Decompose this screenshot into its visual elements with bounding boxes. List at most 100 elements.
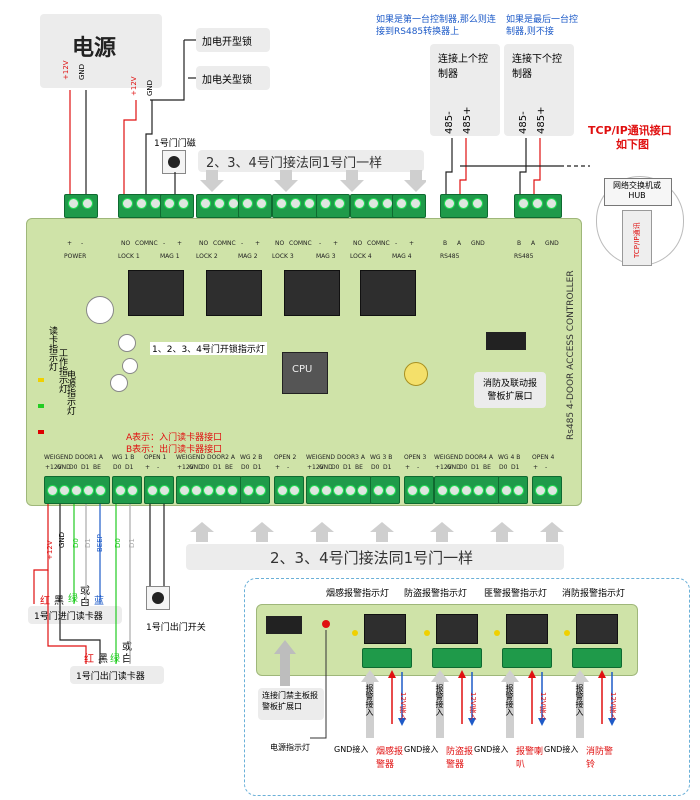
top-pin-label: COM bbox=[213, 240, 228, 247]
screw bbox=[276, 198, 287, 209]
bottom-pin-label: - bbox=[545, 464, 548, 471]
top-pin-label: NO bbox=[353, 240, 363, 247]
bottom-terminal-label: WEIGEND DOOR1 A bbox=[44, 454, 104, 461]
screw bbox=[458, 198, 469, 209]
screw bbox=[444, 198, 455, 209]
screw bbox=[419, 485, 430, 496]
power-led-label: 电源指示灯 bbox=[65, 370, 75, 415]
screw bbox=[354, 198, 365, 209]
next-controller-label: 连接下个控制器 bbox=[512, 54, 562, 80]
screw bbox=[309, 485, 320, 496]
alarm-arrows-2 bbox=[431, 670, 476, 738]
top-terminal-label: LOCK 1 bbox=[118, 253, 140, 260]
bottom-terminal-7 bbox=[306, 476, 372, 504]
bottom-pin-label: BE bbox=[225, 464, 233, 471]
screw bbox=[532, 198, 543, 209]
expansion-box bbox=[474, 372, 546, 408]
top-terminal-1 bbox=[64, 194, 98, 218]
bottom-terminal-label: OPEN 2 bbox=[274, 454, 297, 461]
screw bbox=[59, 485, 70, 496]
bottom-terminal-label: WG 4 B bbox=[498, 454, 521, 461]
gnd-in-label: GND接入 bbox=[334, 745, 369, 754]
reader-in-black: 黑 bbox=[54, 596, 64, 607]
bottom-pin-label: D1 bbox=[343, 464, 352, 471]
screw bbox=[410, 198, 421, 209]
cpu-chip bbox=[282, 352, 328, 394]
top-terminal-label: MAG 2 bbox=[238, 253, 258, 260]
top-terminal-label: RS485 bbox=[440, 253, 460, 260]
power-title: 电源 bbox=[72, 36, 117, 61]
legend-b: B表示：出门读卡器接口 bbox=[126, 445, 223, 455]
bottom-pin-label: +12V bbox=[45, 464, 62, 471]
bottom-terminal-11 bbox=[498, 476, 528, 504]
alarm-term-3 bbox=[502, 648, 552, 668]
alarm-device-horn: 报警喇叭 bbox=[516, 747, 544, 770]
alarm-fire-led: 消防报警指示灯 bbox=[562, 589, 626, 599]
alarm-in-label: 报警接入 bbox=[575, 684, 584, 716]
bottom-terminal-1 bbox=[44, 476, 110, 504]
same-top-banner bbox=[198, 150, 424, 172]
gnd-in-label: GND接入 bbox=[474, 745, 509, 754]
top-pin-label: - bbox=[395, 240, 398, 247]
bottom-terminal-label: WG 1 B bbox=[112, 454, 135, 461]
screw bbox=[256, 198, 267, 209]
card-led bbox=[38, 378, 44, 382]
screw bbox=[304, 198, 315, 209]
screw bbox=[203, 485, 214, 496]
top-terminal-5 bbox=[238, 194, 272, 218]
bottom-pin-label: D0 bbox=[459, 464, 468, 471]
top-terminal-10 bbox=[440, 194, 488, 218]
reader-out-box bbox=[70, 666, 164, 684]
same-bottom-text: 2、3、4号门接法同1号门一样 bbox=[270, 549, 474, 567]
top-pin-label: A bbox=[457, 240, 462, 247]
top-pin-label: COM bbox=[289, 240, 304, 247]
screw bbox=[83, 485, 94, 496]
bottom-terminal-6 bbox=[274, 476, 304, 504]
bottom-pin-label: - bbox=[287, 464, 290, 471]
top-terminal-label: MAG 1 bbox=[160, 253, 180, 260]
alarm-relay-4 bbox=[576, 614, 618, 644]
top-terminal-3 bbox=[160, 194, 194, 218]
screw bbox=[115, 485, 126, 496]
bottom-pin-label: + bbox=[533, 464, 539, 471]
reader-out-white: 白 bbox=[122, 654, 132, 665]
bottom-pin-label: BE bbox=[483, 464, 491, 471]
bottom-pin-label: - bbox=[157, 464, 160, 471]
bottom-pin-label: GND bbox=[447, 464, 461, 471]
screw bbox=[191, 485, 202, 496]
screw bbox=[321, 485, 332, 496]
screw bbox=[334, 198, 345, 209]
reader-in-box bbox=[28, 606, 122, 624]
bottom-terminal-label: OPEN 3 bbox=[404, 454, 427, 461]
screw bbox=[68, 198, 79, 209]
capacitor-3 bbox=[122, 358, 138, 374]
bottom-terminal-label: WEIGEND DOOR4 A bbox=[434, 454, 494, 461]
bottom-pin-label: GND bbox=[319, 464, 333, 471]
switch-label-box bbox=[604, 178, 672, 206]
lock-off-box bbox=[196, 66, 270, 90]
next-controller-box bbox=[504, 44, 574, 136]
top-pin-label: NC bbox=[149, 240, 158, 247]
bottom-pin-label: +12V bbox=[177, 464, 194, 471]
tcp-plug bbox=[622, 210, 652, 266]
alarm-device-smoke: 烟感报警器 bbox=[376, 747, 404, 770]
screw bbox=[71, 485, 82, 496]
top-pin-label: + bbox=[255, 240, 261, 247]
screw bbox=[461, 485, 472, 496]
top-terminal-label: RS485 bbox=[514, 253, 534, 260]
screw bbox=[95, 485, 106, 496]
bottom-pin-label: D0 bbox=[201, 464, 210, 471]
work-led-label: 工作指示灯 bbox=[57, 348, 67, 393]
exit-button-icon bbox=[146, 586, 170, 610]
bottom-pin-label: D0 bbox=[331, 464, 340, 471]
bottom-pin-label: + bbox=[145, 464, 151, 471]
power-led bbox=[38, 430, 44, 434]
alarm-power-line bbox=[310, 630, 327, 739]
top-pin-label: + bbox=[333, 240, 339, 247]
screw bbox=[122, 198, 133, 209]
bottom-pin-label: BE bbox=[355, 464, 363, 471]
top-terminal-7 bbox=[316, 194, 350, 218]
top-terminal-label: POWER bbox=[64, 253, 87, 260]
door-sensor-icon bbox=[162, 150, 186, 174]
alarm-in-label: 报警接入 bbox=[435, 684, 444, 716]
